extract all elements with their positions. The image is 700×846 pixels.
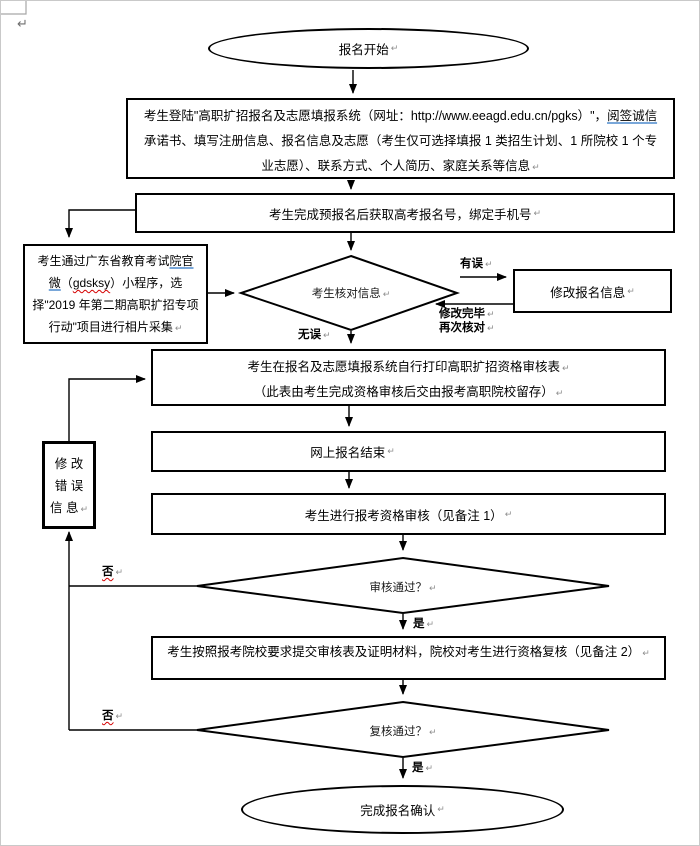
print-audit-form-box: 考生在报名及志愿填报系统自行打印高职扩招资格审核表↵ （此表由考生完成资格审核后…: [151, 349, 666, 406]
paragraph-mark: ↵: [387, 446, 395, 456]
decision-recheck-shape: [196, 700, 610, 759]
official-wechat-link[interactable]: 院官微: [48, 254, 194, 290]
photo-text: 考生通过广东省教育考试: [37, 254, 170, 268]
paragraph-mark: ↵: [555, 388, 564, 398]
photo-collection-box: 考生通过广东省教育考试院官微（gdsksy）小程序，选择"2019 年第二期高职…: [23, 244, 208, 344]
margin-corner-mark: [1, 1, 27, 15]
modify-info-box: 修改报名信息↵: [513, 269, 672, 313]
online-end-label: 网上报名结束: [310, 446, 386, 460]
decision-recheck-label: 复核通过？↵: [343, 723, 463, 739]
paragraph-mark: ↵: [174, 323, 183, 333]
paragraph-mark: ↵: [487, 323, 495, 333]
paragraph-mark: ↵: [487, 309, 495, 319]
paragraph-mark: ↵: [428, 727, 437, 737]
online-end-box: 网上报名结束↵: [151, 431, 666, 472]
qualification-review-box: 考生进行报考资格审核（见备注 1）↵: [151, 493, 666, 535]
fix-error-line: 信 息: [49, 501, 79, 515]
fix-error-line: 错 误: [54, 479, 84, 493]
paragraph-mark: ↵: [561, 363, 570, 373]
paragraph-mark: ↵: [627, 285, 635, 296]
login-fill-info-box: 考生登陆"高职扩招报名及志愿填报系统（网址：http://www.eeagd.e…: [126, 98, 675, 179]
start-label: 报名开始: [338, 43, 389, 57]
modify-label: 修改报名信息: [550, 285, 626, 300]
print-line1: 考生在报名及志愿填报系统自行打印高职扩招资格审核表: [247, 360, 560, 374]
paragraph-mark: ↵: [115, 711, 124, 721]
branch-label-correct: 无误↵: [298, 329, 331, 341]
start-ellipse: 报名开始↵: [208, 28, 529, 69]
decision-review-label: 审核通过？↵: [343, 579, 463, 595]
paragraph-mark: ↵: [17, 16, 28, 31]
prereg-box: 考生完成预报名后获取高考报名号，绑定手机号↵: [135, 193, 675, 233]
paragraph-mark: ↵: [532, 162, 540, 172]
finish-label: 完成报名确认: [360, 804, 436, 818]
decision-verify-info-shape: [237, 254, 461, 332]
wechat-id-text: gdsksy: [72, 276, 111, 290]
paragraph-mark: ↵: [80, 504, 89, 514]
paragraph-mark: ↵: [437, 804, 445, 814]
print-line2: （此表由考生完成资格审核后交由报考高职院校留存）: [253, 385, 554, 399]
paragraph-mark: ↵: [533, 207, 542, 218]
integrity-letter-link[interactable]: 阅签诚信: [607, 109, 658, 123]
submit-materials-box: 考生按照报考院校要求提交审核表及证明材料，院校对考生进行资格复核（见备注 2）↵: [151, 636, 666, 680]
paragraph-mark: ↵: [642, 648, 650, 658]
photo-text: ）: [110, 276, 123, 290]
login-text: 考生登陆"高职扩招报名及志愿填报系统（网址：http://www.eeagd.e…: [143, 109, 608, 123]
photo-text: 小程序，选择"2019 年第二期高职扩招专项行动"项目进行相片采集: [32, 276, 199, 334]
paragraph-mark: ↵: [115, 567, 124, 577]
decision-verify-info-label: 考生核对信息↵: [291, 285, 411, 301]
branch-label-wrong: 有误↵: [460, 258, 493, 270]
paragraph-mark: ↵: [323, 330, 331, 340]
fix-error-info-box: 修 改 错 误 信 息↵: [42, 441, 96, 529]
finish-ellipse: 完成报名确认↵: [241, 785, 564, 834]
decision-review-shape: [196, 556, 610, 615]
branch-label-yes-2: 是↵: [412, 762, 434, 774]
branch-label-no-1: 否↵: [102, 566, 124, 578]
paragraph-mark: ↵: [426, 619, 435, 629]
paragraph-mark: ↵: [504, 508, 513, 519]
branch-label-recheck: 修改完毕↵ 再次核对↵: [439, 308, 495, 334]
verify-label: 考生核对信息: [311, 288, 381, 300]
fix-error-line: 修 改: [54, 457, 84, 471]
qualification-label: 考生进行报考资格审核（见备注 1）: [304, 508, 503, 523]
paragraph-mark: ↵: [390, 43, 399, 53]
login-text: 承诺书、填写注册信息、报名信息及志愿（考生仅可选择填报 1 类招生计划、1 所院…: [143, 134, 658, 173]
paragraph-mark: ↵: [425, 763, 434, 773]
photo-text: （: [60, 276, 73, 290]
branch-label-no-2: 否↵: [102, 710, 124, 722]
paragraph-mark: ↵: [428, 583, 437, 593]
submit-label: 考生按照报考院校要求提交审核表及证明材料，院校对考生进行资格复核（见备注 2）: [167, 645, 641, 659]
review2-label: 复核通过？: [369, 726, 427, 738]
paragraph-mark: ↵: [382, 289, 391, 299]
paragraph-mark: ↵: [485, 259, 493, 269]
branch-label-yes-1: 是↵: [413, 618, 435, 630]
review1-label: 审核通过？: [369, 582, 427, 594]
prereg-label: 考生完成预报名后获取高考报名号，绑定手机号: [268, 207, 532, 222]
